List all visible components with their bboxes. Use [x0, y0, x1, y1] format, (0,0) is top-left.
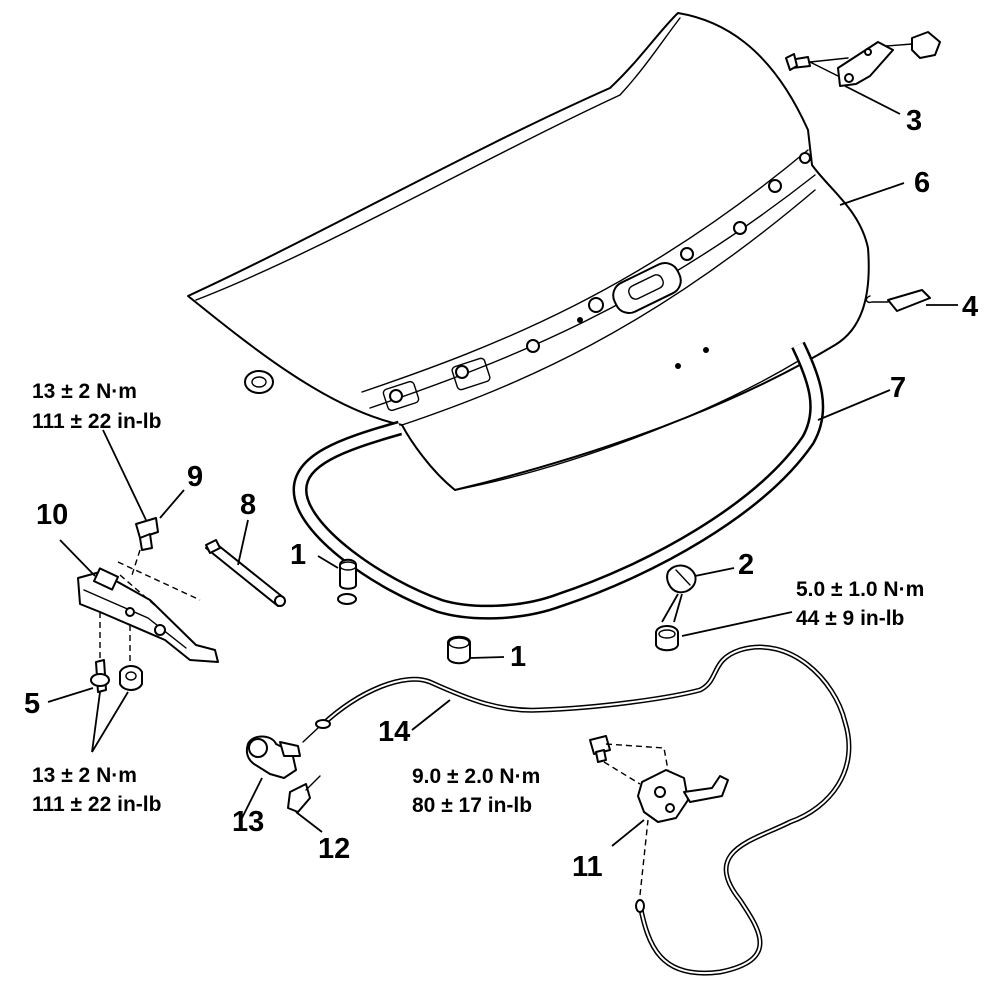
callout-1-lower: 1 — [510, 641, 526, 673]
cable-retainer-clip — [287, 775, 323, 833]
leader-7 — [817, 389, 891, 421]
bumper-lower — [447, 635, 505, 665]
callout-4: 4 — [962, 291, 978, 323]
callout-8: 8 — [240, 489, 256, 521]
torque-hinge-nuts-metric: 13 ± 2 N·m — [32, 764, 137, 787]
callout-6: 6 — [914, 167, 930, 199]
callout-9: 9 — [187, 461, 203, 493]
torque-hinge-bolt-metric: 13 ± 2 N·m — [32, 380, 137, 403]
callout-11: 11 — [572, 851, 603, 883]
callout-13: 13 — [232, 806, 264, 838]
callout-5: 5 — [24, 688, 40, 720]
key-cylinder — [241, 735, 301, 819]
torque-latch-imperial: 80 ± 17 in-lb — [412, 794, 532, 817]
torque-hinge-bolt-imperial: 111 ± 22 in-lb — [32, 410, 161, 433]
gas-strut — [205, 519, 286, 607]
hinge-bolt-lower — [47, 659, 143, 753]
cable-clip — [865, 289, 958, 312]
callout-7: 7 — [890, 372, 906, 404]
callout-14: 14 — [378, 716, 410, 748]
lid-grommet — [244, 370, 274, 394]
leader-6 — [839, 182, 905, 206]
torque-hinge-nuts-imperial: 111 ± 22 in-lb — [32, 793, 161, 816]
release-cable — [302, 644, 852, 976]
callout-1-upper: 1 — [290, 539, 306, 571]
weatherstrip — [292, 341, 825, 620]
bumper-upper — [317, 555, 357, 605]
callout-10: 10 — [36, 499, 68, 531]
callout-2: 2 — [738, 549, 754, 581]
torque-striker-imperial: 44 ± 9 in-lb — [796, 607, 904, 630]
trunk-lid — [187, 12, 870, 491]
striker — [655, 564, 793, 652]
trunk-lid-latch — [589, 735, 729, 847]
hinge-bolt — [102, 429, 185, 576]
trunk-lid-hinge — [59, 539, 219, 665]
hinge-assembly-upper — [785, 31, 941, 115]
callout-12: 12 — [318, 833, 350, 865]
callout-3: 3 — [906, 105, 922, 137]
torque-striker-metric: 5.0 ± 1.0 N·m — [796, 578, 924, 601]
torque-latch-metric: 9.0 ± 2.0 N·m — [412, 765, 540, 788]
